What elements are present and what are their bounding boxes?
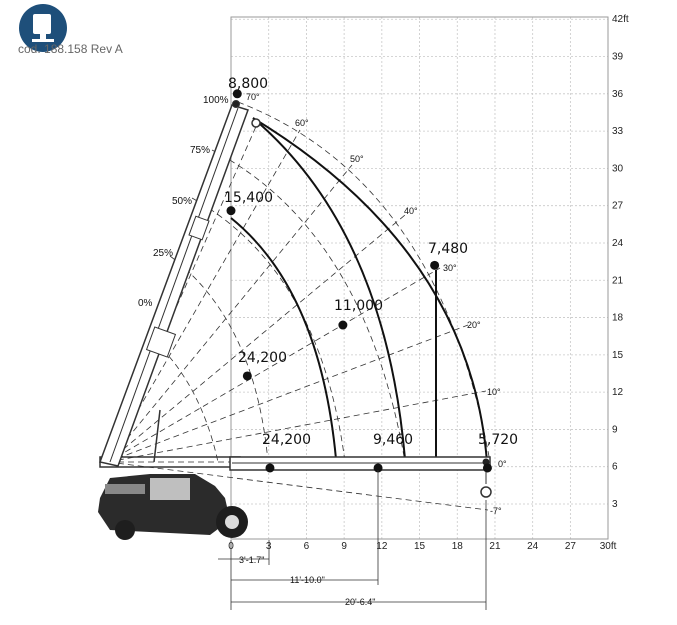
angle-label: 0° xyxy=(498,459,507,469)
angle-label: 60° xyxy=(295,118,309,128)
load-point xyxy=(226,206,236,216)
chart-frame xyxy=(230,16,609,540)
x-tick-label: 15 xyxy=(414,541,426,552)
x-tick-label: 18 xyxy=(452,541,464,552)
extension-labels: 100% 75% 50% 25% 0% xyxy=(138,95,229,309)
load-labels: 8,800 15,400 11,000 7,480 24,200 24,200 … xyxy=(224,76,518,448)
load-label: 15,400 xyxy=(224,190,273,206)
load-point xyxy=(338,320,348,330)
x-tick-label: 6 xyxy=(304,541,310,552)
load-point xyxy=(482,463,492,473)
angle-label: 20° xyxy=(467,320,481,330)
load-label: 24,200 xyxy=(262,432,311,448)
manual-book-icon xyxy=(19,4,67,52)
load-points xyxy=(226,89,492,473)
document-code: cod. 188.158 Rev A xyxy=(18,42,123,56)
y-tick-label: 6 xyxy=(612,462,618,473)
y-tick-label: 24 xyxy=(612,238,624,249)
dimension-label: 20'-6.4" xyxy=(345,597,375,607)
angle-label: 30° xyxy=(443,263,457,273)
load-label: 11,000 xyxy=(334,298,383,314)
load-point xyxy=(373,463,383,473)
load-point xyxy=(430,260,440,270)
extension-label: 0% xyxy=(138,298,153,309)
grid-lines xyxy=(230,17,609,539)
y-tick-label: 12 xyxy=(612,387,624,398)
load-point xyxy=(265,463,275,473)
x-axis-ticks: 036912151821242730ft xyxy=(228,541,616,552)
y-tick-label: 15 xyxy=(612,350,624,361)
extension-label: 75% xyxy=(190,145,210,156)
angle-label: 40° xyxy=(404,206,418,216)
x-tick-label: 30ft xyxy=(600,541,617,552)
extension-label: 100% xyxy=(203,95,229,106)
angle-label: 50° xyxy=(350,154,364,164)
y-tick-label: 9 xyxy=(612,424,618,435)
raised-boom xyxy=(98,100,261,467)
x-tick-label: 9 xyxy=(341,541,347,552)
dimension-lines xyxy=(218,470,487,610)
y-tick-label: 21 xyxy=(612,275,624,286)
load-curves xyxy=(230,117,488,463)
y-tick-label: 36 xyxy=(612,89,624,100)
angle-label: -7° xyxy=(490,506,502,516)
dimension-label: 3'-1.7" xyxy=(239,555,264,565)
angle-label: 70° xyxy=(246,92,260,102)
x-tick-label: 24 xyxy=(527,541,539,552)
load-label: 8,800 xyxy=(228,76,268,92)
y-tick-label: 3 xyxy=(612,499,618,510)
y-tick-label: 18 xyxy=(612,313,624,324)
extension-label: 50% xyxy=(172,196,192,207)
y-tick-label: 39 xyxy=(612,52,624,63)
load-point xyxy=(232,89,242,99)
y-tick-label: 33 xyxy=(612,126,624,137)
extension-label: 25% xyxy=(153,248,173,259)
extension-arcs xyxy=(147,101,491,463)
x-tick-label: 27 xyxy=(565,541,577,552)
load-label: 5,720 xyxy=(478,432,518,448)
dimension-label: 11'-10.0" xyxy=(290,575,325,585)
angle-label: 10° xyxy=(487,387,501,397)
load-label: 9,460 xyxy=(373,432,413,448)
y-tick-label: 27 xyxy=(612,201,624,212)
x-tick-label: 12 xyxy=(376,541,388,552)
load-label: 24,200 xyxy=(238,350,287,366)
y-tick-label: 30 xyxy=(612,163,624,174)
load-label: 7,480 xyxy=(428,241,468,257)
y-tick-label: 42ft xyxy=(612,14,629,25)
crane-truck-illustration xyxy=(98,456,492,540)
x-tick-label: 21 xyxy=(489,541,501,552)
angle-labels: 70° 60° 50° 40° 30° 20° 10° 0° -7° xyxy=(246,92,507,516)
load-point xyxy=(242,371,252,381)
